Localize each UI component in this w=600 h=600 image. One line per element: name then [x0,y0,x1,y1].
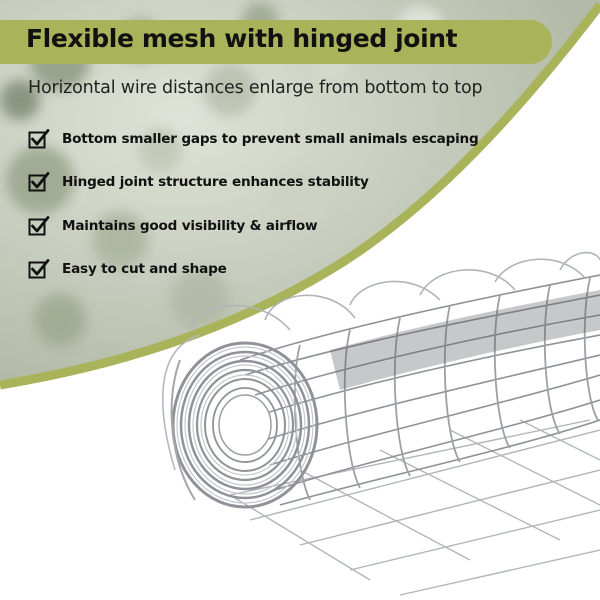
list-item: Bottom smaller gaps to prevent small ani… [28,117,548,161]
feature-label: Hinged joint structure enhances stabilit… [62,174,369,191]
page-title: Flexible mesh with hinged joint [26,24,458,53]
feature-label: Easy to cut and shape [62,261,227,278]
list-item: Maintains good visibility & airflow [28,204,548,248]
list-item: Hinged joint structure enhances stabilit… [28,161,548,205]
page-subtitle: Horizontal wire distances enlarge from b… [28,78,483,98]
feature-list: Bottom smaller gaps to prevent small ani… [28,117,548,291]
checkbox-check-icon [28,259,50,279]
list-item: Easy to cut and shape [28,248,548,292]
feature-label: Bottom smaller gaps to prevent small ani… [62,130,479,147]
feature-label: Maintains good visibility & airflow [62,217,318,234]
checkbox-check-icon [28,128,50,149]
checkbox-check-icon [28,172,50,192]
title-banner [0,20,552,64]
checkbox-check-icon [28,215,50,236]
